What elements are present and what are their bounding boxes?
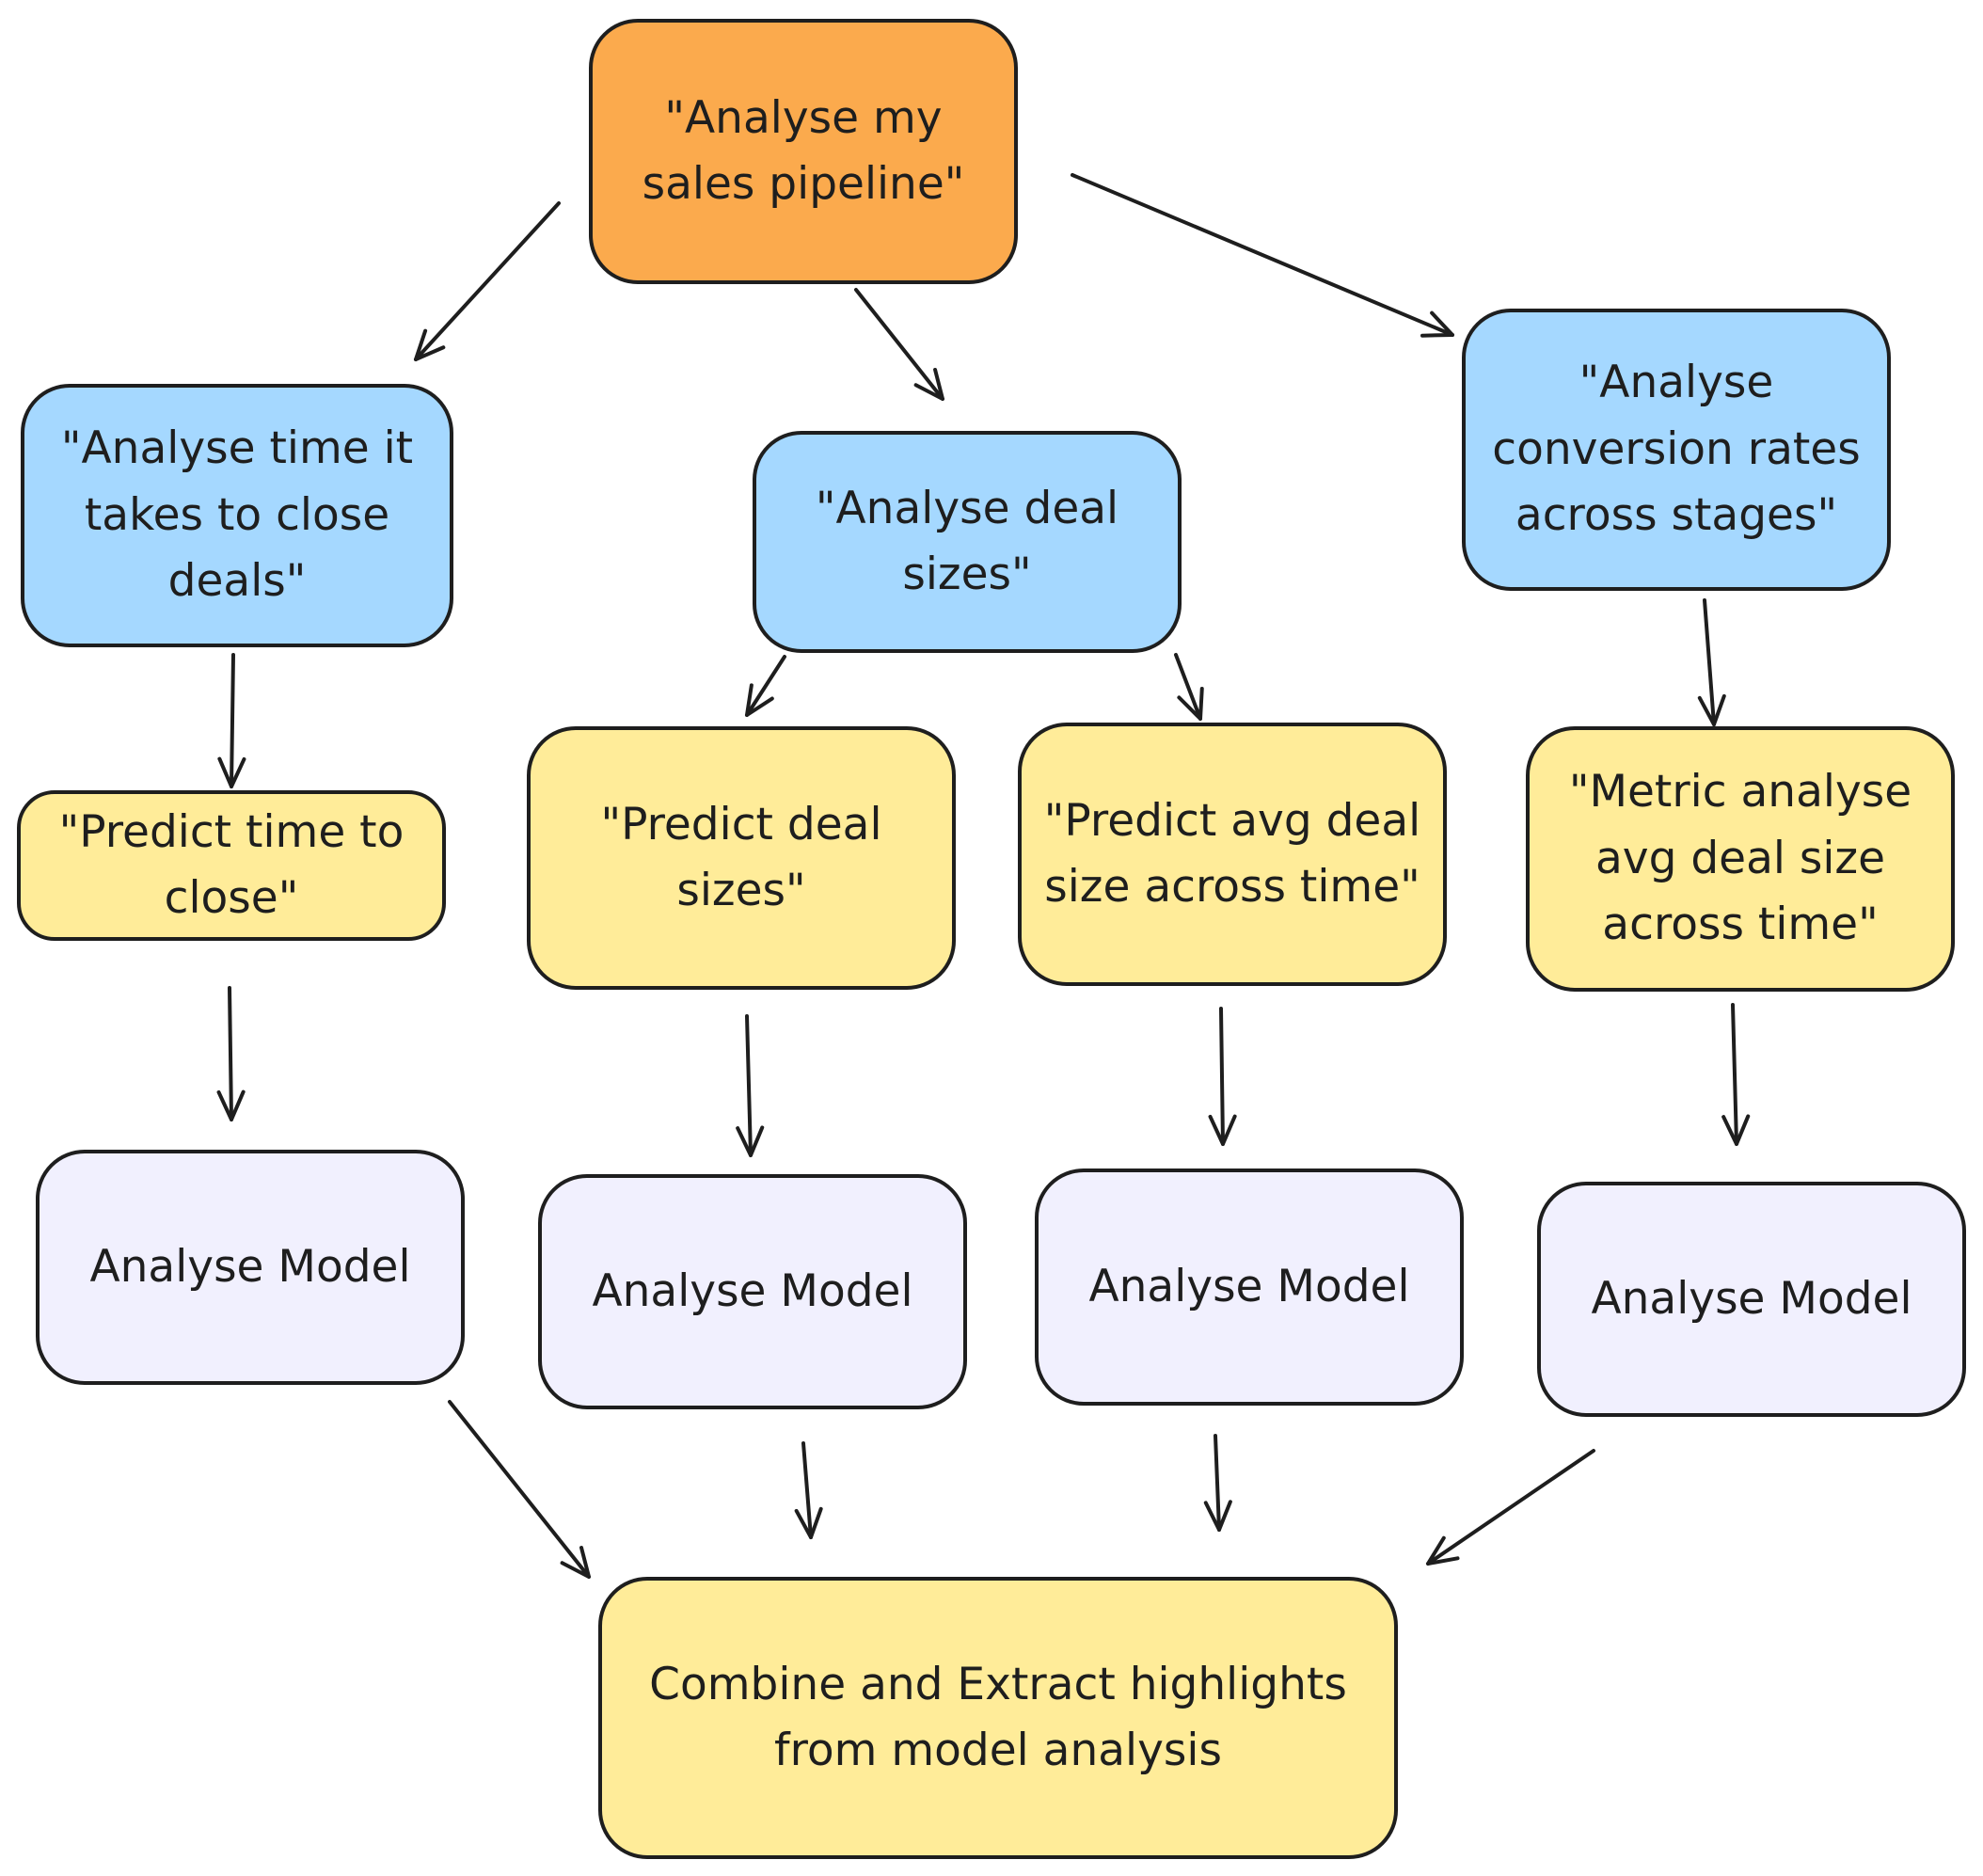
- node-predict-time-to-close-label: "Predict time to close": [58, 805, 405, 925]
- node-analyse-model-2: Analyse Model: [538, 1174, 967, 1409]
- node-predict-deal-sizes-label: "Predict deal sizes": [600, 798, 882, 917]
- arrowhead-conversion-to-metric_avg: [1697, 693, 1726, 726]
- arrowhead-time_close-to-predict_time: [217, 756, 246, 788]
- node-analyse-time-to-close-label: "Analyse time it takes to close deals": [60, 422, 414, 608]
- node-root: "Analyse my sales pipeline": [589, 19, 1018, 284]
- arrow-model_2-to-combine: [801, 1441, 813, 1539]
- arrowhead-predict_avg-to-model_3: [1208, 1114, 1237, 1146]
- arrowhead-deal_sizes-to-predict_avg: [1177, 687, 1204, 721]
- arrow-model_4-to-combine: [1426, 1449, 1595, 1566]
- arrowhead-root-to-deal_sizes: [913, 367, 944, 401]
- node-combine-highlights-label: Combine and Extract highlights from mode…: [649, 1658, 1347, 1777]
- arrowhead-predict_deal-to-model_2: [736, 1125, 765, 1157]
- arrowhead-metric_avg-to-model_4: [1721, 1114, 1751, 1146]
- node-analyse-deal-sizes-label: "Analyse deal sizes": [815, 482, 1119, 601]
- arrow-time_close-to-predict_time: [230, 653, 235, 788]
- arrowhead-predict_time-to-model_1: [216, 1089, 246, 1121]
- node-analyse-deal-sizes: "Analyse deal sizes": [753, 431, 1182, 653]
- node-analyse-model-3-label: Analyse Model: [1088, 1260, 1410, 1312]
- arrow-deal_sizes-to-predict_deal: [745, 655, 786, 717]
- node-analyse-model-1: Analyse Model: [36, 1150, 465, 1385]
- node-metric-analyse-avg-deal-size-label: "Metric analyse avg deal size across tim…: [1568, 766, 1912, 951]
- node-analyse-conversion-rates-label: "Analyse conversion rates across stages": [1492, 357, 1861, 542]
- arrowhead-deal_sizes-to-predict_deal: [745, 683, 774, 717]
- arrow-root-to-time_close: [414, 201, 561, 361]
- node-predict-time-to-close: "Predict time to close": [17, 790, 446, 941]
- arrow-predict_deal-to-model_2: [745, 1014, 753, 1157]
- node-analyse-time-to-close: "Analyse time it takes to close deals": [21, 384, 453, 647]
- node-analyse-model-1-label: Analyse Model: [89, 1240, 411, 1293]
- node-analyse-model-4-label: Analyse Model: [1591, 1272, 1912, 1325]
- arrow-predict_avg-to-model_3: [1219, 1007, 1225, 1146]
- arrowhead-model_1-to-combine: [560, 1546, 591, 1579]
- arrow-root-to-deal_sizes: [854, 288, 944, 401]
- arrow-conversion-to-metric_avg: [1703, 598, 1716, 726]
- node-predict-deal-sizes: "Predict deal sizes": [527, 726, 956, 990]
- node-analyse-model-3: Analyse Model: [1035, 1169, 1464, 1406]
- arrowhead-root-to-time_close: [414, 328, 446, 361]
- node-analyse-model-2-label: Analyse Model: [592, 1264, 913, 1317]
- arrowhead-model_3-to-combine: [1203, 1500, 1232, 1532]
- arrowhead-root-to-conversion: [1420, 310, 1454, 338]
- node-predict-avg-deal-size: "Predict avg deal size across time": [1018, 723, 1447, 986]
- arrowhead-model_4-to-combine: [1426, 1535, 1460, 1566]
- node-analyse-conversion-rates: "Analyse conversion rates across stages": [1462, 309, 1891, 591]
- node-analyse-model-4: Analyse Model: [1537, 1182, 1966, 1417]
- node-combine-highlights: Combine and Extract highlights from mode…: [598, 1577, 1398, 1859]
- node-predict-avg-deal-size-label: "Predict avg deal size across time": [1043, 794, 1421, 914]
- arrow-model_3-to-combine: [1214, 1434, 1221, 1532]
- node-root-label: "Analyse my sales pipeline": [642, 91, 965, 211]
- arrow-deal_sizes-to-predict_avg: [1174, 653, 1202, 721]
- arrow-metric_avg-to-model_4: [1731, 1003, 1738, 1146]
- arrow-root-to-conversion: [1071, 173, 1454, 337]
- arrow-model_1-to-combine: [448, 1400, 591, 1579]
- arrowhead-model_2-to-combine: [794, 1506, 823, 1539]
- arrow-predict_time-to-model_1: [228, 986, 233, 1121]
- node-metric-analyse-avg-deal-size: "Metric analyse avg deal size across tim…: [1526, 726, 1955, 992]
